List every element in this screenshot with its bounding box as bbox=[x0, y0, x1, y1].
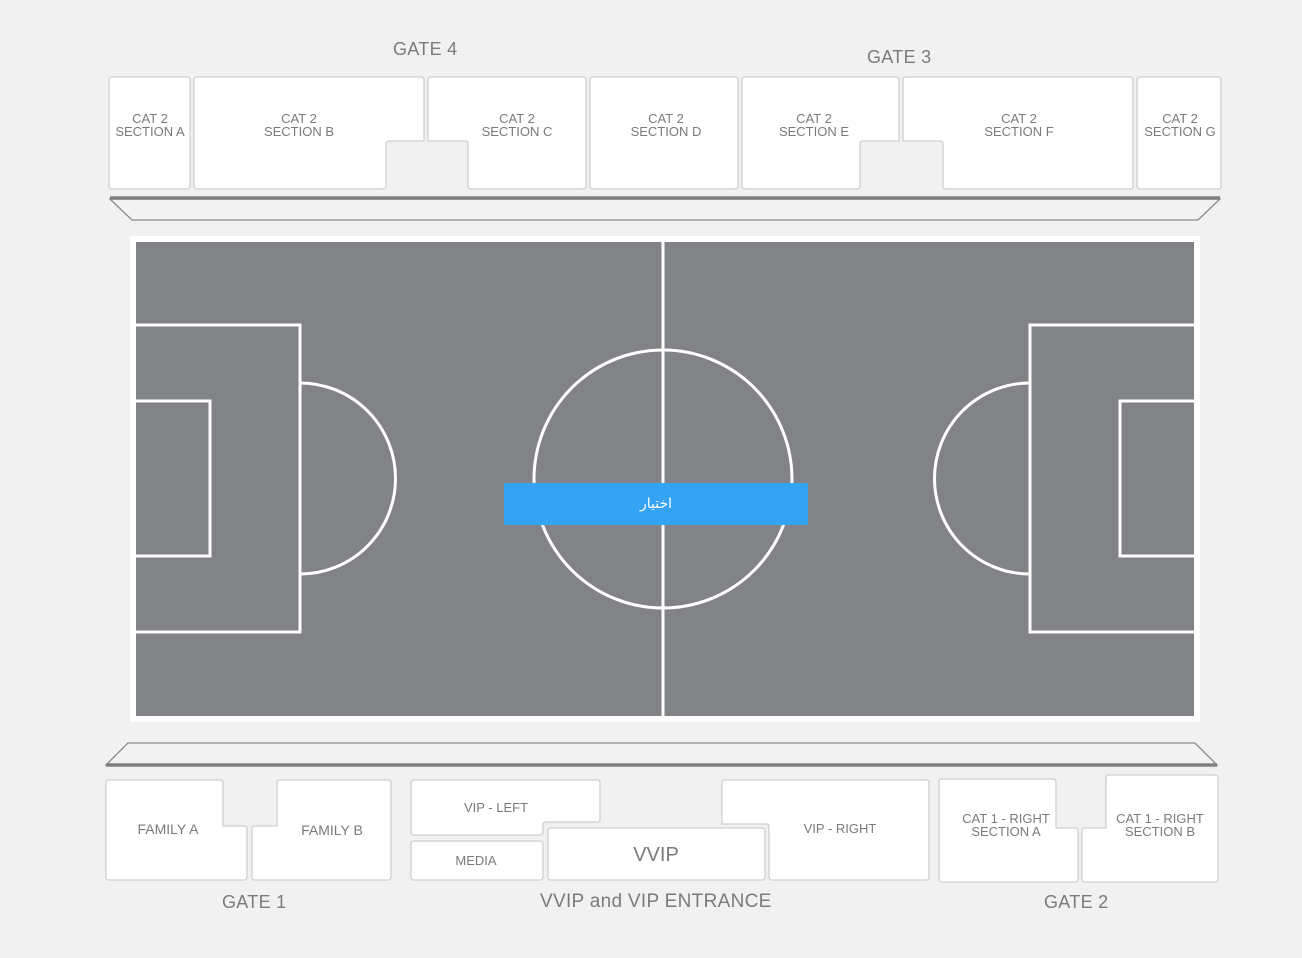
vip-entrance-label: VVIP and VIP ENTRANCE bbox=[540, 891, 772, 912]
cat2-section-a[interactable] bbox=[108, 76, 191, 190]
cat2-section-b[interactable] bbox=[193, 76, 425, 190]
gate-2-label: GATE 2 bbox=[1044, 892, 1109, 912]
cat2-section-e[interactable] bbox=[741, 76, 900, 190]
pitch-markings bbox=[132, 242, 1198, 716]
cat2-section-d[interactable] bbox=[589, 76, 739, 190]
family-b-section[interactable] bbox=[251, 779, 392, 881]
cat2-section-c[interactable] bbox=[427, 76, 587, 190]
football-pitch bbox=[136, 242, 1194, 716]
cat2-section-g[interactable] bbox=[1136, 76, 1222, 190]
family-a-section[interactable] bbox=[105, 779, 248, 881]
north-stand-bar bbox=[108, 198, 1222, 221]
media-section[interactable] bbox=[410, 840, 544, 881]
gate-3-label: GATE 3 bbox=[867, 47, 932, 67]
cat1-right-section-b[interactable] bbox=[1081, 774, 1219, 883]
cat1-right-section-a[interactable] bbox=[938, 778, 1079, 883]
select-button[interactable]: اختيار bbox=[504, 483, 808, 525]
gate-4-label: GATE 4 bbox=[393, 39, 458, 59]
cat2-section-f[interactable] bbox=[902, 76, 1134, 190]
south-stand-bar bbox=[104, 742, 1219, 766]
vip-left-section[interactable] bbox=[410, 779, 601, 836]
vvip-section[interactable] bbox=[547, 827, 766, 881]
gate-1-label: GATE 1 bbox=[222, 892, 287, 912]
vip-right-section[interactable] bbox=[721, 779, 930, 881]
